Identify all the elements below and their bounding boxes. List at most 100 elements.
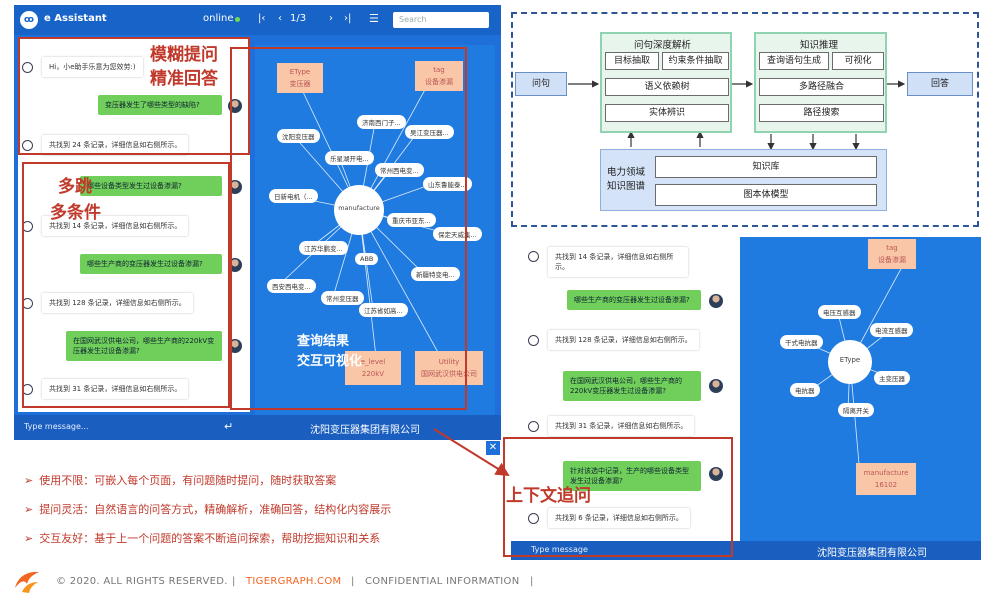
bullet-item: ➢提问灵活：自然语言的问答方式，精确解析，准确回答，结构化内容展示 bbox=[24, 501, 391, 517]
fuzzy-annotation-line2: 精准回答 bbox=[150, 69, 218, 89]
menu-icon[interactable]: ☰ bbox=[369, 12, 379, 25]
copyright-text: © 2020. ALL RIGHTS RESERVED. bbox=[56, 576, 228, 587]
user-message: 哪些生产商的变压器发生过设备渗漏? bbox=[567, 290, 701, 310]
close-icon[interactable]: ✕ bbox=[486, 441, 500, 455]
etype-node-type: EType bbox=[289, 68, 311, 76]
context-followup-highlight bbox=[503, 437, 733, 557]
footer-separator: | bbox=[351, 576, 355, 587]
graph-node-label[interactable]: 新疆特变电... bbox=[411, 267, 460, 281]
followup-node-label[interactable]: 电抗器 bbox=[790, 383, 820, 397]
brand-link[interactable]: TIGERGRAPH.COM bbox=[246, 576, 342, 587]
followup-graph-edges bbox=[801, 266, 903, 476]
graph-node-label[interactable]: 常州变压器 bbox=[321, 291, 364, 305]
multipath-fusion: 多路径融合 bbox=[759, 78, 884, 96]
followup-chat-panel: 共找到 14 条记录，详细信息如右侧所示。 哪些生产商的变压器发生过设备渗漏? … bbox=[511, 237, 740, 560]
graph-node-label[interactable]: 江苏华鹏变... bbox=[299, 241, 348, 255]
followup-tag-node-value: 设备渗漏 bbox=[878, 256, 906, 264]
entity-recognition: 实体辨识 bbox=[605, 104, 729, 122]
user-message: 哪些生产商的变压器发生过设备渗漏? bbox=[80, 254, 222, 274]
bullet-arrow-icon: ➢ bbox=[24, 532, 34, 545]
graph-node-label[interactable]: 保定天威集... bbox=[433, 227, 482, 241]
confidential-text: CONFIDENTIAL INFORMATION bbox=[365, 576, 520, 587]
assistant-header: ꝏ e Assistant online |‹ ‹ 1/3 › ›| ☰ Sea… bbox=[14, 5, 501, 35]
power-kg-module: 电力领域 知识图谱 知识库 图本体模型 bbox=[600, 149, 887, 211]
nav-next-button[interactable]: › bbox=[329, 13, 333, 24]
fuzzy-question-highlight bbox=[18, 37, 250, 155]
graph-node-label[interactable]: 沈阳变压器 bbox=[277, 129, 320, 143]
bullet-item: ➢ 使用不限：可嵌入每个页面，有问题随时提问，随时获取答案 bbox=[24, 472, 336, 488]
send-icon[interactable]: ↵ bbox=[224, 420, 234, 433]
nav-prev-button[interactable]: ‹ bbox=[278, 13, 282, 24]
bullet-arrow-icon: ➢ bbox=[24, 474, 34, 487]
followup-message-input[interactable]: Type message bbox=[531, 545, 588, 554]
ontology-model: 图本体模型 bbox=[655, 184, 877, 206]
followup-tag-node-type: tag bbox=[886, 244, 898, 252]
tag-node-type: tag bbox=[433, 66, 445, 74]
question-box: 问句 bbox=[515, 72, 567, 96]
bot-avatar-icon bbox=[528, 335, 539, 346]
user-message: 在国网武汉供电公司，哪些生产商的220kV变压器发生过设备渗漏? bbox=[563, 371, 701, 401]
followup-node-label[interactable]: 隔离开关 bbox=[838, 403, 874, 417]
bot-avatar-icon bbox=[22, 140, 33, 151]
user-message: 变压器发生了哪些类型的缺陷? bbox=[98, 95, 222, 115]
knowledge-reasoning-module: 知识推理 查询语句生成 可视化 多路径融合 路径搜索 bbox=[754, 32, 887, 133]
followup-node-label[interactable]: 主变压器 bbox=[874, 371, 910, 385]
visualization: 可视化 bbox=[832, 52, 884, 70]
question-parsing-module: 问句深度解析 目标抽取 约束条件抽取 语义依赖树 实体辨识 bbox=[600, 32, 732, 133]
bullet-item: ➢交互友好：基于上一个问题的答案不断追问探索，帮助挖掘知识和关系 bbox=[24, 530, 380, 546]
graph-node-label[interactable]: 西安西电变... bbox=[267, 279, 316, 293]
bot-message: 共找到 6 条记录，详细信息如右侧所示。 bbox=[548, 508, 690, 528]
company-name: 沈阳变压器集团有限公司 bbox=[310, 425, 420, 436]
followup-node-label[interactable]: 干式电抗器 bbox=[780, 335, 823, 349]
user-message: 哪些设备类型发生过设备渗漏? bbox=[80, 176, 222, 196]
bullet-text: 使用不限：可嵌入每个页面，有问题随时提问，随时获取答案 bbox=[39, 474, 337, 487]
bot-message: 共找到 128 条记录，详细信息如右侧所示。 bbox=[42, 293, 193, 313]
nav-first-button[interactable]: |‹ bbox=[258, 13, 266, 24]
query-generation: 查询语句生成 bbox=[759, 52, 829, 70]
result-highlight bbox=[230, 47, 467, 410]
multihop-annotation-line2: 多条件 bbox=[50, 203, 101, 223]
graph-node-label[interactable]: 乐星湖开电... bbox=[325, 151, 374, 165]
kg-label-line1: 电力领域 bbox=[607, 167, 646, 178]
bot-message: 共找到 14 条记录，详细信息如右侧所示。 bbox=[42, 216, 189, 236]
graph-node-label[interactable]: ABB bbox=[355, 253, 379, 265]
followup-node-label[interactable]: 电压互感器 bbox=[818, 305, 861, 319]
graph-center-node[interactable]: manufacture bbox=[338, 204, 380, 212]
followup-manufacture-node[interactable]: manufacture 16102 bbox=[856, 463, 916, 495]
message-input-bar: Type message... ↵ 沈阳变压器集团有限公司 bbox=[14, 415, 501, 440]
graph-node-label[interactable]: 吴江变压器... bbox=[405, 125, 454, 139]
page-indicator: 1/3 bbox=[290, 13, 307, 24]
etype-node[interactable]: EType 变压器 bbox=[277, 63, 323, 93]
graph-node-label[interactable]: 常州西电变... bbox=[375, 163, 424, 177]
utility-node-value: 国网武汉供电公司 bbox=[421, 370, 477, 378]
level-node[interactable]: e_level 220kV bbox=[345, 351, 401, 385]
followup-center-node[interactable]: EType bbox=[839, 356, 861, 364]
page-footer: © 2020. ALL RIGHTS RESERVED. | TIGERGRAP… bbox=[0, 566, 997, 600]
followup-node-label[interactable]: 电流互感器 bbox=[870, 323, 913, 337]
graph-node-label[interactable]: 日新电机（... bbox=[269, 189, 318, 203]
bot-message: 共找到 31 条记录，详细信息如右侧所示。 bbox=[548, 416, 695, 436]
followup-tag-node[interactable]: tag 设备渗漏 bbox=[868, 239, 916, 269]
kg-label-line2: 知识图谱 bbox=[607, 181, 646, 192]
result-annotation-line2: 交互可视化 bbox=[297, 354, 363, 369]
answer-box: 回答 bbox=[907, 72, 973, 96]
bot-avatar-icon bbox=[528, 251, 539, 262]
tag-node-value: 设备渗漏 bbox=[425, 78, 453, 86]
message-input[interactable]: Type message... bbox=[24, 422, 89, 431]
search-input[interactable]: Search bbox=[393, 12, 489, 28]
architecture-diagram: 问句 回答 问句深度解析 目标抽取 约束条件抽取 语义依赖树 实体辨识 知识推理… bbox=[511, 12, 979, 227]
utility-node[interactable]: Utility 国网武汉供电公司 bbox=[415, 351, 483, 385]
followup-graph-visualization[interactable]: EType tag 设备渗漏 manufacture 16102 电压互感器电流… bbox=[740, 237, 981, 560]
level-node-type: e_level bbox=[360, 358, 386, 366]
graph-node-label[interactable]: 江苏省如高... bbox=[359, 303, 408, 317]
tag-node[interactable]: tag 设备渗漏 bbox=[415, 61, 463, 91]
graph-visualization[interactable]: manufacture EType 变压器 tag 设备渗漏 e_level 2… bbox=[255, 45, 495, 415]
level-node-value: 220kV bbox=[361, 370, 385, 378]
parse-title: 问句深度解析 bbox=[634, 40, 692, 51]
graph-node-label[interactable]: 重庆市亚东... bbox=[387, 213, 436, 227]
path-search: 路径搜索 bbox=[759, 104, 884, 122]
graph-node-label[interactable]: 山东鲁能泰... bbox=[423, 177, 472, 191]
graph-node-label[interactable]: 济南西门子... bbox=[357, 115, 406, 129]
user-avatar bbox=[709, 467, 723, 481]
nav-last-button[interactable]: ›| bbox=[344, 13, 352, 24]
